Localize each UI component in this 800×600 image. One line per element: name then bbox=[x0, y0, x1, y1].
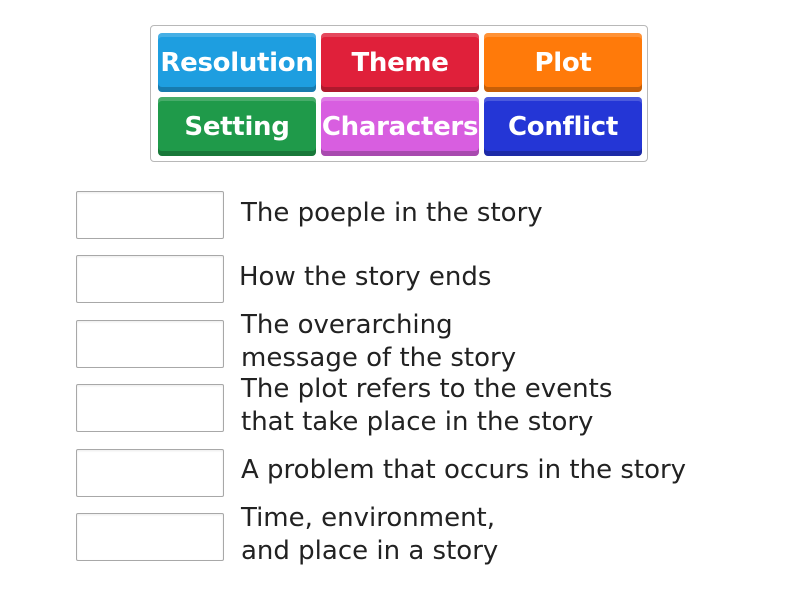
definition-5-line-1: A problem that occurs in the story bbox=[241, 455, 687, 485]
definition-6-line-1: Time, environment, bbox=[241, 503, 496, 533]
definition-3-line-2: message of the story bbox=[241, 343, 517, 373]
tile-setting[interactable]: Setting bbox=[158, 97, 316, 156]
definition-6: Time, environment, and place in a story bbox=[241, 502, 498, 568]
drop-slot-3[interactable] bbox=[76, 320, 224, 368]
definition-6-line-2: and place in a story bbox=[241, 536, 499, 566]
definition-2-line-1: How the story ends bbox=[239, 262, 492, 292]
tile-resolution[interactable]: Resolution bbox=[158, 33, 316, 92]
tile-theme[interactable]: Theme bbox=[321, 33, 479, 92]
definition-1: The poeple in the story bbox=[241, 197, 543, 230]
definition-2: How the story ends bbox=[239, 261, 491, 294]
drop-slot-1[interactable] bbox=[76, 191, 224, 239]
tile-conflict[interactable]: Conflict bbox=[484, 97, 642, 156]
definition-3: The overarching message of the story bbox=[241, 309, 516, 375]
tile-characters[interactable]: Characters bbox=[321, 97, 479, 156]
drop-slot-5[interactable] bbox=[76, 449, 224, 497]
drop-slot-4[interactable] bbox=[76, 384, 224, 432]
definition-3-line-1: The overarching bbox=[241, 310, 453, 340]
tile-plot[interactable]: Plot bbox=[484, 33, 642, 92]
definition-1-line-1: The poeple in the story bbox=[241, 198, 543, 228]
drop-slot-2[interactable] bbox=[76, 255, 224, 303]
answer-tile-bank: Resolution Theme Plot Setting Characters… bbox=[150, 25, 648, 162]
definition-4-line-2: that take place in the story bbox=[241, 407, 594, 437]
drop-slot-6[interactable] bbox=[76, 513, 224, 561]
definition-5: A problem that occurs in the story bbox=[241, 454, 686, 487]
definition-4: The plot refers to the events that take … bbox=[241, 373, 612, 439]
definition-4-line-1: The plot refers to the events bbox=[241, 374, 613, 404]
